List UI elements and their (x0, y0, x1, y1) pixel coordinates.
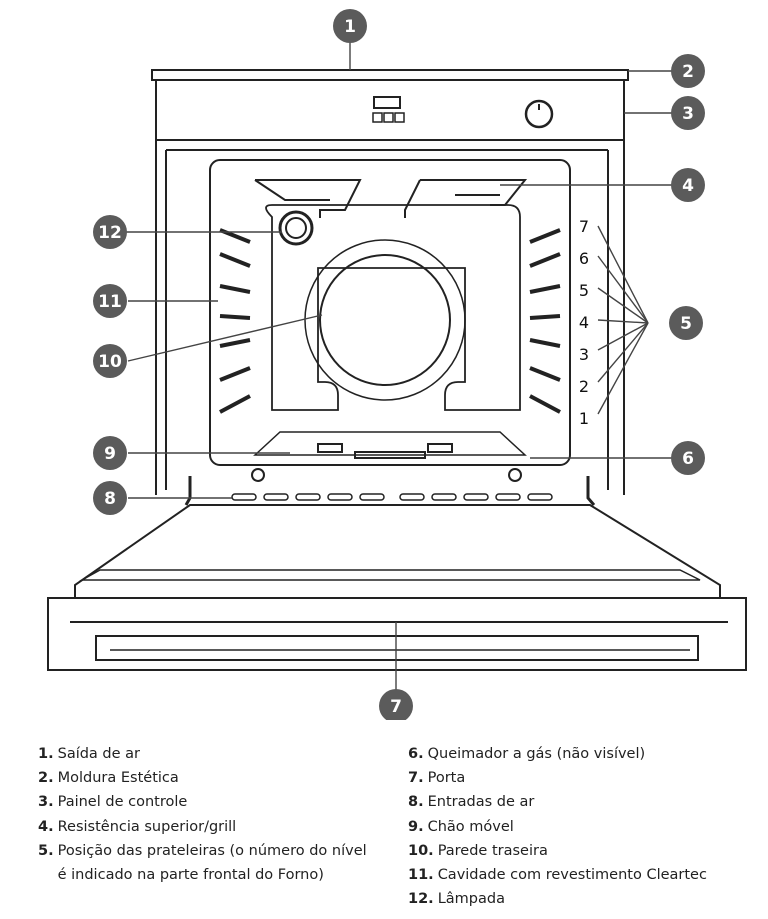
top-trim (151, 69, 629, 81)
callout-9: 9 (93, 436, 127, 470)
shelf-level-label: 3 (579, 345, 589, 364)
callout-4: 4 (671, 168, 705, 202)
svg-text:4: 4 (682, 176, 694, 196)
svg-text:3: 3 (682, 104, 694, 124)
legend-column-1: 1.Saída de ar 2.Moldura Estética 3.Paine… (38, 742, 368, 887)
svg-text:7: 7 (390, 697, 402, 717)
legend-item-3: 3.Painel de controle (38, 794, 188, 811)
svg-text:8: 8 (104, 489, 116, 509)
legend-item-6: 6.Queimador a gás (não visível) (408, 746, 646, 762)
shelf-level-label: 2 (579, 377, 589, 396)
display-icon (373, 96, 401, 109)
removable-floor (253, 431, 527, 456)
callout-1: 1 (333, 9, 367, 43)
oven-door (74, 504, 721, 613)
callout-2: 2 (671, 54, 705, 88)
back-wall (265, 204, 521, 411)
plus-button-icon (383, 112, 394, 123)
minus-button-icon (372, 112, 383, 123)
legend-item-1: 1.Saída de ar (38, 746, 141, 762)
left-shelf-rails (219, 228, 251, 414)
legend-item-7: 7.Porta (408, 770, 466, 787)
callout-6: 6 (671, 441, 705, 475)
oven-cavity (209, 159, 571, 466)
fan-cover (319, 254, 451, 386)
shelf-level-label: 1 (579, 409, 589, 428)
legend-column-2: 6.Queimador a gás (não visível) 7.Porta … (408, 742, 748, 911)
right-shelf-rails (529, 228, 561, 414)
callout-12: 12 (93, 215, 127, 249)
legend-item-5: 5.Posição das prateleiras (o número do n… (38, 842, 367, 884)
legend-item-12: 12.Lâmpada (408, 891, 505, 908)
callout-7: 7 (379, 689, 413, 720)
shelf-level-label: 5 (579, 281, 589, 300)
callout-3: 3 (671, 96, 705, 130)
air-intake-slots (231, 493, 553, 501)
legend-item-4: 4.Resistência superior/grill (38, 818, 237, 835)
legend-item-2: 2.Moldura Estética (38, 770, 179, 787)
legend-item-9: 9.Chão móvel (408, 818, 514, 835)
legend-item-8: 8.Entradas de ar (408, 794, 535, 811)
svg-text:12: 12 (98, 223, 122, 243)
legend-item-10: 10.Parede traseira (408, 842, 548, 859)
svg-text:9: 9 (104, 444, 116, 464)
svg-text:11: 11 (98, 292, 122, 312)
legend-item-11: 11.Cavidade com revestimento Cleartec (408, 867, 707, 884)
svg-text:6: 6 (682, 449, 694, 469)
shelf-level-label: 4 (579, 313, 589, 332)
callout-8: 8 (93, 481, 127, 515)
knob-icon (524, 99, 554, 129)
svg-text:10: 10 (98, 352, 122, 372)
shelf-level-label: 6 (579, 249, 589, 268)
shelf-level-label: 7 (579, 217, 589, 236)
callout-11: 11 (93, 284, 127, 318)
control-panel (155, 79, 625, 141)
play-button-icon (394, 112, 405, 123)
svg-text:2: 2 (682, 62, 694, 82)
callout-10: 10 (93, 344, 127, 378)
oven-diagram: 7 6 5 4 3 2 1 1 2 3 4 5 6 7 8 9 10 11 12 (47, 9, 747, 720)
svg-text:1: 1 (344, 17, 356, 37)
svg-text:5: 5 (680, 314, 692, 334)
grill-element (254, 179, 528, 218)
lamp (278, 210, 314, 246)
callout-5: 5 (669, 306, 703, 340)
